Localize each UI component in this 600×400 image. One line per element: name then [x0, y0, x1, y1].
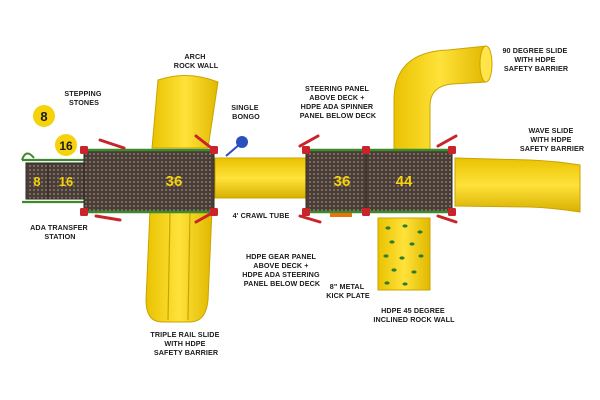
stepping-stone-8-label: 8 [40, 109, 47, 124]
left-deck-green-rail [84, 148, 214, 214]
slide-90-exit [479, 45, 493, 83]
deck-number-44: 44 [396, 173, 413, 190]
stepping-stone-8 [33, 105, 55, 127]
label-arch-rock-wall: ARCH ROCK WALL [174, 52, 219, 70]
stepping-stone-16 [55, 134, 77, 156]
crawl-tube [214, 157, 308, 199]
slide-rail-divider [167, 211, 171, 321]
deck-number-36-left: 36 [166, 173, 183, 190]
label-wave-slide: WAVE SLIDE WITH HDPE SAFETY BARRIER [520, 126, 585, 153]
arch-rock-wall [151, 75, 219, 149]
label-gear-panel: HDPE GEAR PANEL ABOVE DECK + HDPE ADA ST… [242, 252, 322, 288]
transfer-step-16 [47, 162, 85, 200]
label-single-bongo: SINGLE BONGO [231, 103, 260, 121]
right-deck-green-rail [306, 148, 452, 214]
bongo-drum [236, 136, 248, 148]
label-steering-panel: STEERING PANEL ABOVE DECK + HDPE ADA SPI… [300, 84, 377, 120]
deck-number-36-right: 36 [334, 173, 351, 190]
label-90-degree-slide: 90 DEGREE SLIDE WITH HDPE SAFETY BARRIER [502, 46, 569, 73]
deck-number-16: 16 [59, 174, 73, 189]
label-crawl-tube: 4' CRAWL TUBE [233, 211, 290, 220]
transfer-green-rail [22, 158, 90, 204]
deck-36-left-platform [83, 149, 215, 213]
transfer-handhold-loop [21, 152, 35, 161]
deck-number-8: 8 [33, 174, 40, 189]
label-inclined-rock-wall: HDPE 45 DEGREE INCLINED ROCK WALL [373, 306, 455, 324]
stepping-stone-16-label: 16 [59, 139, 73, 153]
red-handrails [94, 134, 458, 224]
triple-rail-slide [145, 209, 213, 323]
slide-rail-divider [187, 211, 191, 321]
deck-right-platform [305, 149, 453, 213]
rock-holds [383, 224, 424, 286]
slide-90-degree [393, 45, 487, 151]
label-ada-transfer-station: ADA TRANSFER STATION [30, 223, 90, 241]
wave-slide [454, 157, 581, 213]
inclined-rock-wall [377, 217, 431, 291]
label-triple-rail-slide: TRIPLE RAIL SLIDE WITH HDPE SAFETY BARRI… [150, 330, 221, 357]
label-stepping-stones: STEPPING STONES [64, 89, 103, 107]
metal-kick-plate [330, 213, 352, 217]
label-kick-plate: 8" METAL KICK PLATE [326, 282, 370, 300]
